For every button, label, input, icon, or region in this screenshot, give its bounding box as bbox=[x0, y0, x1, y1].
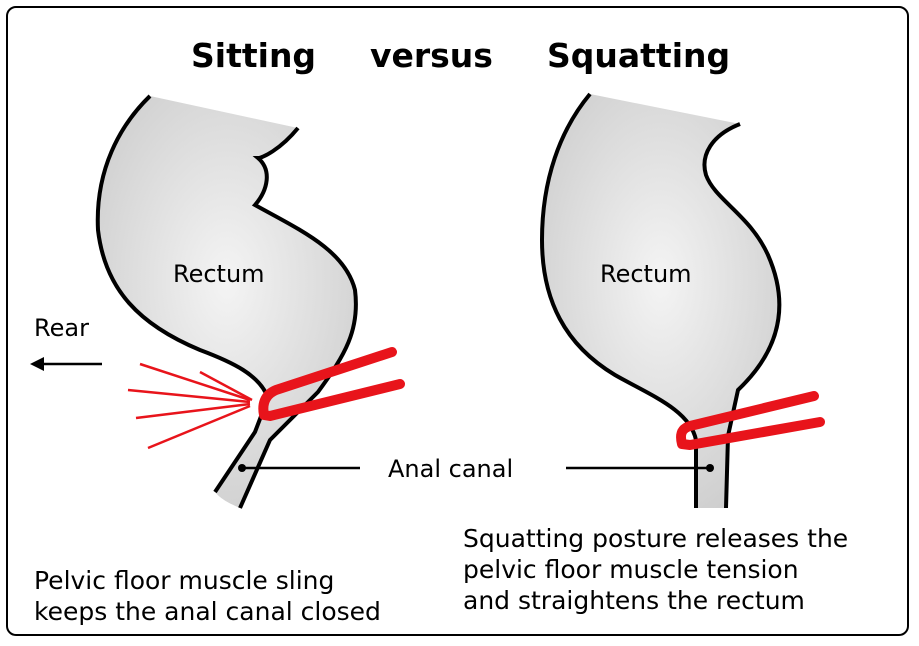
title-sitting: Sitting bbox=[191, 36, 316, 75]
title-squatting: Squatting bbox=[547, 36, 730, 75]
rectum-sitting bbox=[98, 96, 356, 508]
tension-lines bbox=[128, 364, 252, 448]
rectum-label-left: Rectum bbox=[173, 260, 265, 288]
caption-squatting: Squatting posture releases the pelvic fl… bbox=[463, 523, 848, 616]
caption-squatting-line: pelvic floor muscle tension bbox=[463, 554, 848, 585]
rectum-label-right: Rectum bbox=[600, 260, 692, 288]
caption-sitting-line: keeps the anal canal closed bbox=[34, 596, 381, 627]
caption-sitting: Pelvic floor muscle sling keeps the anal… bbox=[34, 565, 381, 627]
title-versus: versus bbox=[370, 36, 493, 75]
rear-label: Rear bbox=[34, 314, 89, 342]
rear-arrow bbox=[30, 357, 102, 371]
caption-squatting-line: and straightens the rectum bbox=[463, 585, 848, 616]
caption-sitting-line: Pelvic floor muscle sling bbox=[34, 565, 381, 596]
caption-squatting-line: Squatting posture releases the bbox=[463, 523, 848, 554]
rectum-squatting bbox=[542, 94, 779, 508]
anal-canal-label: Anal canal bbox=[388, 455, 513, 483]
